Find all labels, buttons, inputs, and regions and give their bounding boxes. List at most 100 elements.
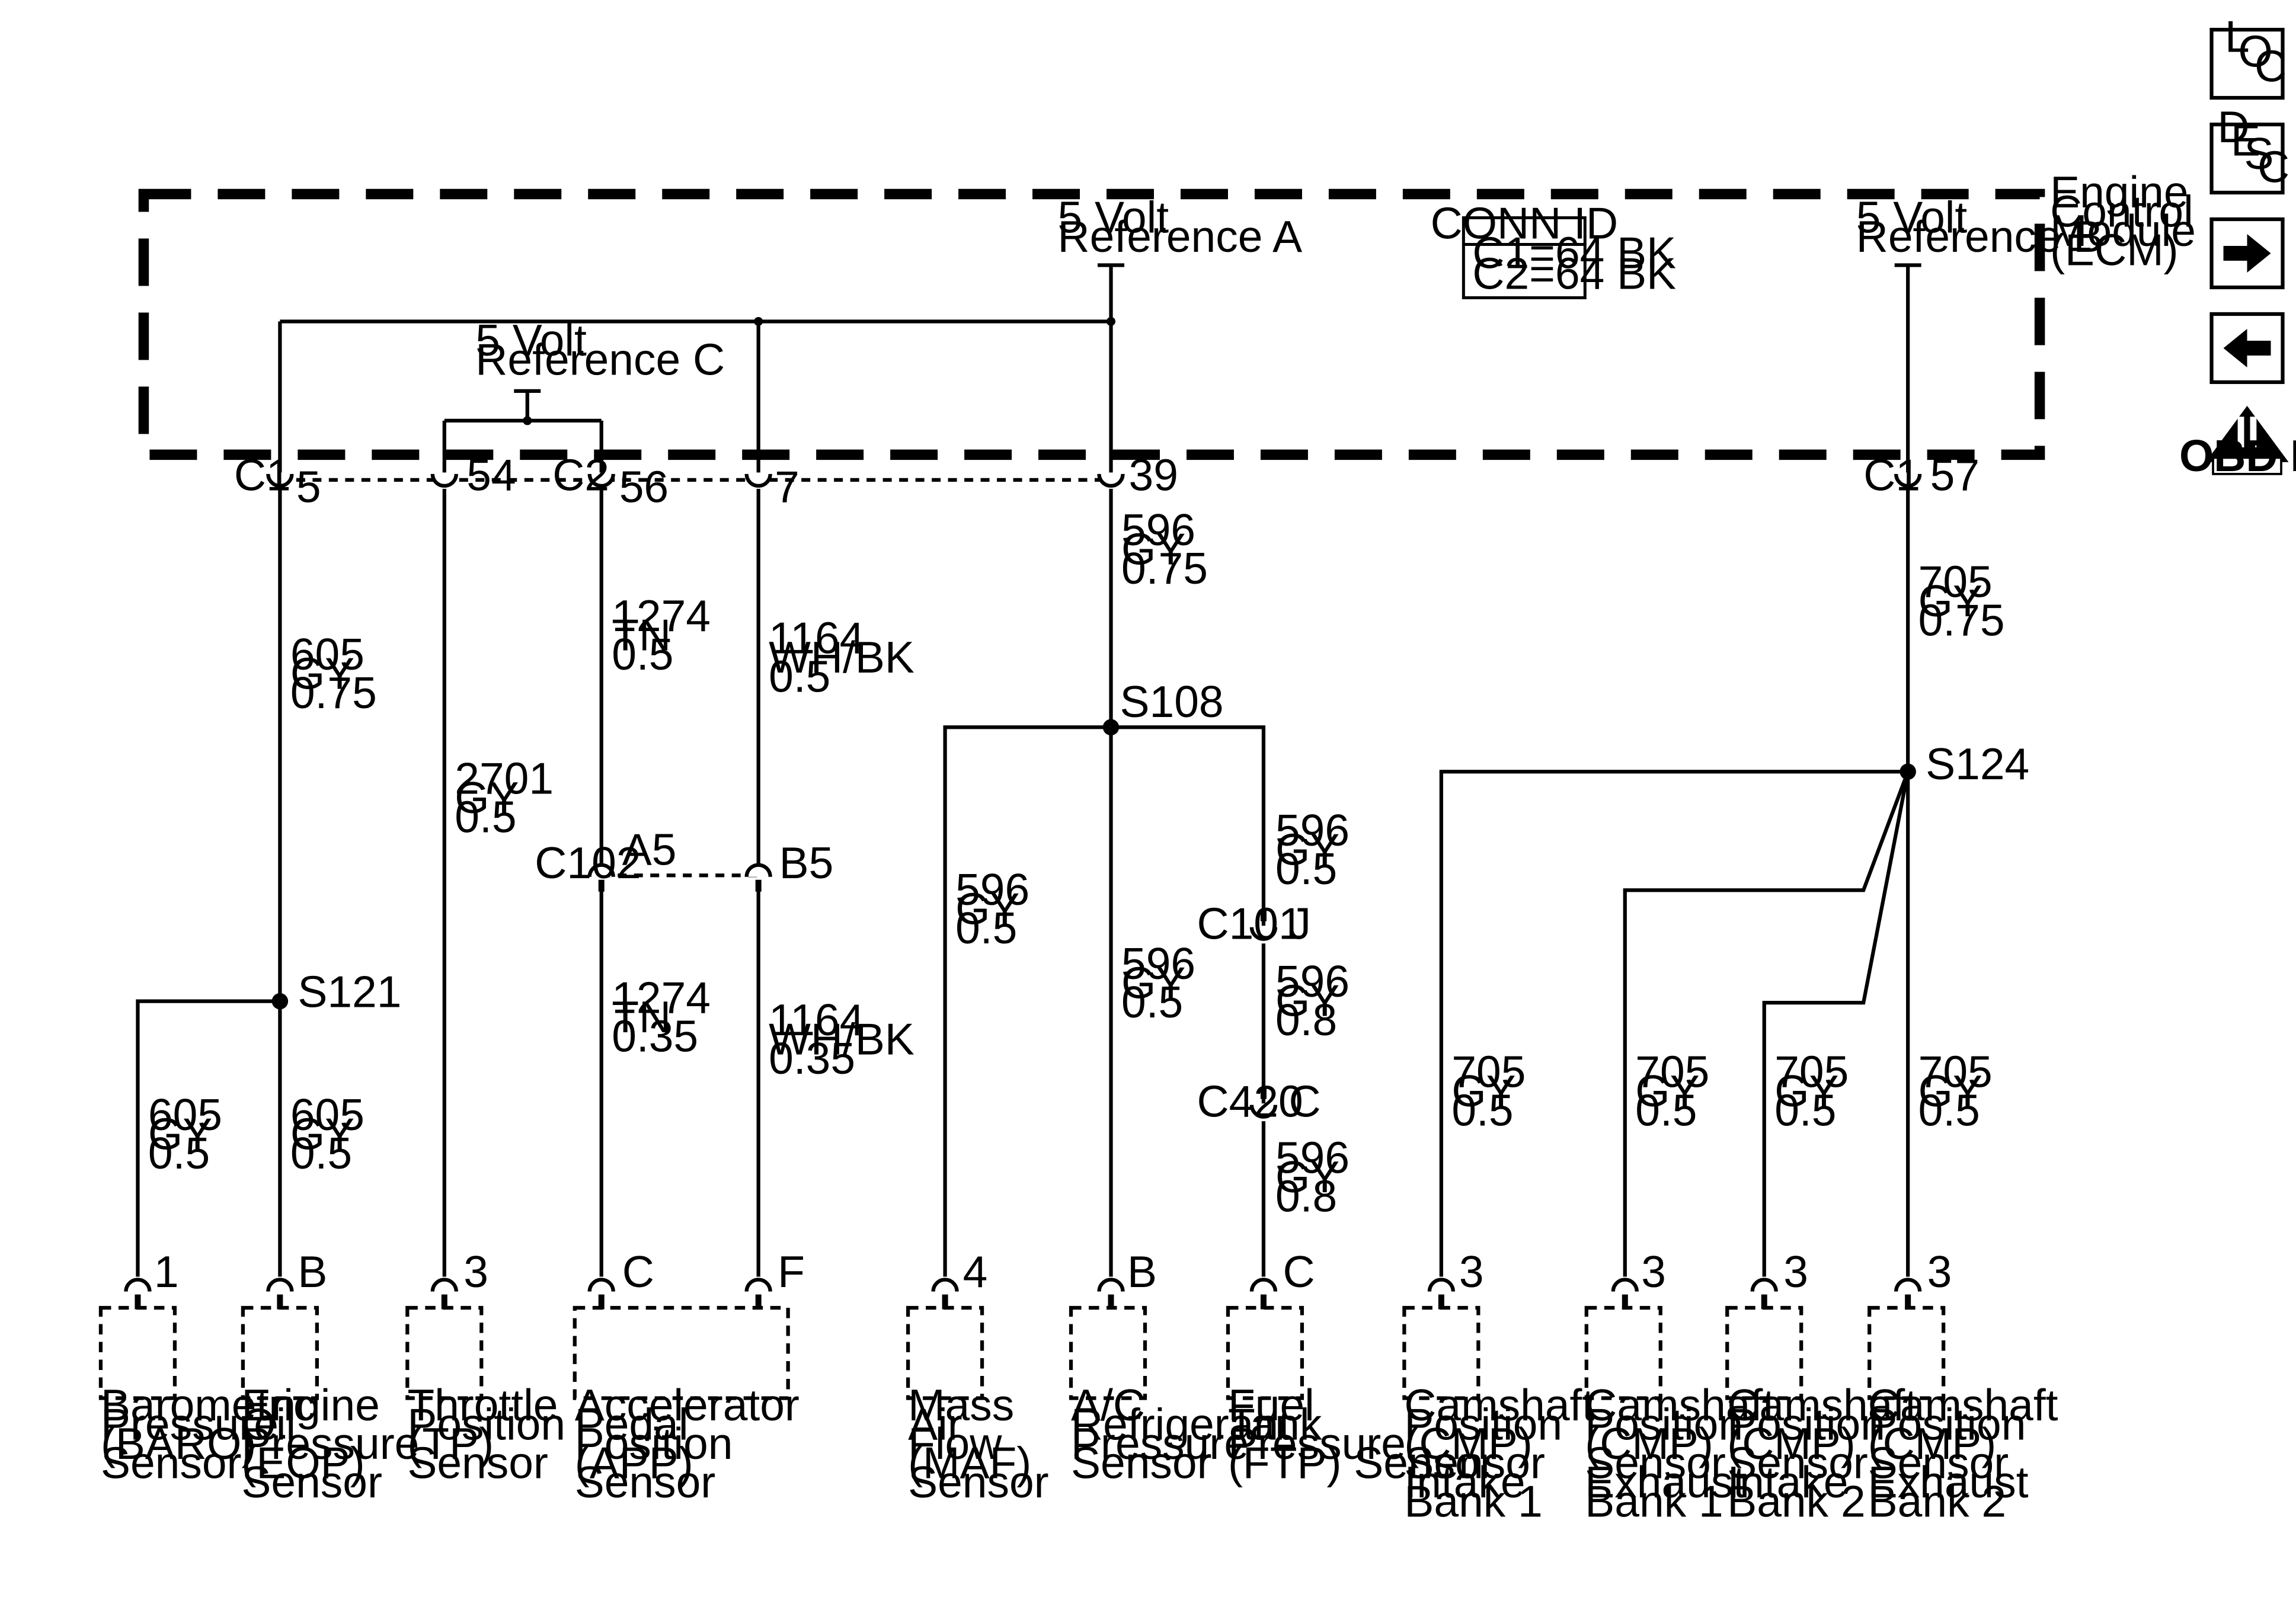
connector-c102-label: C102 (535, 838, 641, 888)
ref-c-label: 5 Volt Reference C (475, 315, 725, 384)
junction-dot (523, 416, 532, 425)
baro-sensor-label: BarometricPressure(BARO)Sensor (101, 1380, 315, 1487)
ac-sensor-body (1069, 1305, 1147, 1400)
forward-button[interactable] (2209, 217, 2285, 290)
terminal-cup (1097, 473, 1125, 488)
ftp-sensor-body (1226, 1305, 1304, 1400)
wire-label-705-intake-1: 705GY0.5 (1451, 1047, 1526, 1135)
pin-7-label: 7 (775, 462, 800, 511)
left-arrow-icon[interactable] (2223, 328, 2271, 367)
ftp-sensor-label: FuelTankPressure(FTP) Sensor (1228, 1380, 1495, 1487)
ecm-module: Engine Control Module (ECM) CONN ID C1=6… (138, 167, 2196, 473)
desc-button[interactable]: D E S C (2209, 102, 2290, 195)
junction-dot (1107, 316, 1116, 326)
maf-sensor-body (906, 1305, 984, 1400)
ac-sensor-label: A/CRefrigerantPressureSensor (1071, 1380, 1291, 1487)
wire-label-596-maf: 596GY0.5 (955, 865, 1029, 953)
wire-label-1274-035: 1274TN0.35 (612, 973, 711, 1061)
wire-label-605-075: 605GY0.75 (290, 629, 377, 718)
back-button[interactable] (2209, 312, 2285, 385)
sensor-pin-label: C (622, 1247, 654, 1297)
ecm-internal-wiring (278, 263, 1921, 473)
wire-label-596-ftp-08b: 596GY0.8 (1275, 1133, 1350, 1221)
splice-s124 (1900, 763, 1916, 780)
maf-sensor-label: MassAirFlow(MAF)Sensor (908, 1380, 1049, 1507)
eop-sensor-label: EngineOilPressure(EOP)Sensor (241, 1380, 419, 1507)
sensor-pin-label: 3 (1641, 1247, 1666, 1297)
connector-c1-right-label: C1 (1863, 450, 1920, 500)
cmp-exhaust-2-label: CamshaftPosition(CMP)SensorExhaustBank 2 (1868, 1380, 2058, 1526)
terminal-cup (430, 473, 458, 488)
pin-b5-label: B5 (779, 838, 834, 888)
cmp-intake-1-label: CamshaftPosition(CMP)SensorIntakeBank 1 (1404, 1380, 1594, 1526)
sensor-pin-label: B (1127, 1247, 1157, 1297)
wire-label-2701: 2701GY0.5 (455, 754, 554, 842)
wire-label-1164-035: 1164WH/BK0.35 (769, 995, 914, 1083)
wire-labels: 605GY0.75 2701GY0.5 1274TN0.5 1164WH/BK0… (148, 505, 2005, 1221)
splice-s108-label: S108 (1120, 677, 1224, 726)
cmp-exhaust-1-body (1584, 1305, 1662, 1400)
loc-button[interactable]: L O C (2209, 12, 2287, 100)
cmp-exhaust-2-body (1868, 1305, 1946, 1400)
splice-s121-label: S121 (298, 967, 401, 1017)
loc-icon[interactable] (2209, 27, 2285, 100)
sensor-pin-label: F (778, 1247, 805, 1297)
wire-label-596-ftp-08a: 596GY0.8 (1275, 956, 1350, 1045)
app-sensor-body (573, 1305, 790, 1400)
conn-id-c2: C2=64 BK (1472, 248, 1676, 298)
ecm-connector-row: C1 5 54 C2 56 7 39 C1 57 (234, 450, 1980, 511)
sensor-pin-label: 4 (963, 1247, 988, 1297)
desc-icon[interactable] (2209, 122, 2285, 195)
sensor-pin-label: 3 (1927, 1247, 1952, 1297)
splice-s108 (1102, 719, 1120, 736)
harness-wiring (136, 488, 1910, 1277)
terminal-cup (587, 863, 615, 877)
conn-id-table: CONN ID C1=64 BK C2=64 BK (1431, 198, 1676, 299)
sensor-pin-label: 3 (1783, 1247, 1808, 1297)
terminal-cup (744, 863, 772, 877)
cmp-intake-2-label: CamshaftPosition(CMP)SensorIntakeBank 2 (1727, 1380, 1917, 1526)
cmp-intake-1-body (1402, 1305, 1480, 1400)
cmp-intake-2-body (1725, 1305, 1803, 1400)
wire-label-596-075: 596GY0.75 (1121, 505, 1208, 593)
terminal-cup (744, 473, 772, 488)
loc-button-text: L O C (2225, 12, 2287, 91)
tp-sensor-body (405, 1305, 484, 1400)
desc-button-text: D E S C (2218, 102, 2290, 191)
pin-a5-label: A5 (622, 825, 677, 875)
wire-label-705-exhaust-1: 705GY0.5 (1635, 1047, 1709, 1135)
baro-sensor-body (98, 1305, 177, 1400)
terminal-cup (1249, 927, 1278, 941)
inline-connectors: C102 A5 B5 C101 J C420 C (535, 825, 1320, 1126)
splice-s124-label: S124 (1926, 739, 2029, 789)
splice-s121 (271, 993, 289, 1010)
obd-warning-icon[interactable] (2205, 405, 2289, 462)
eop-sensor-body (241, 1305, 319, 1400)
pin-39-label: 39 (1129, 450, 1178, 500)
terminal-cup (587, 473, 615, 488)
wire-label-1164-05: 1164WH/BK0.5 (769, 613, 914, 701)
wire-label-596-ac: 596GY0.5 (1121, 939, 1195, 1027)
wire-label-705-intake-2: 705GY0.5 (1774, 1047, 1849, 1135)
terminal-cup (1249, 1105, 1278, 1119)
obd-button[interactable]: II OBD II (2179, 405, 2296, 481)
sensor-pin-label: C (1283, 1247, 1315, 1297)
terminal-cup (266, 473, 294, 488)
ref-b-label: 5 Volt Reference B (1856, 192, 2103, 261)
cmp-exhaust-1-label: CamshaftPosition(CMP)SensorExhaustBank 1 (1585, 1380, 1775, 1526)
pin-5-label: 5 (296, 462, 321, 511)
obd-label: OBD II (2179, 431, 2296, 481)
connector-c420-label: C420 (1197, 1077, 1303, 1126)
connector-c101-label: C101 (1197, 899, 1303, 949)
pin-54-label: 54 (466, 450, 516, 500)
sensor-pin-label: 1 (154, 1247, 179, 1297)
pin-c-label: C (1288, 1077, 1320, 1126)
sensor-pin-label: B (298, 1247, 327, 1297)
ecm-boundary (138, 188, 2045, 460)
wire-label-1274-05: 1274TN0.5 (612, 591, 711, 679)
pin-j-label: J (1288, 899, 1310, 949)
sensor-pin-label: 3 (463, 1247, 488, 1297)
right-arrow-icon[interactable] (2223, 233, 2271, 273)
ref-a-label: 5 Volt Reference A (1058, 192, 1303, 261)
nav-panel: L O C D E S C II OBD II (2179, 12, 2296, 481)
